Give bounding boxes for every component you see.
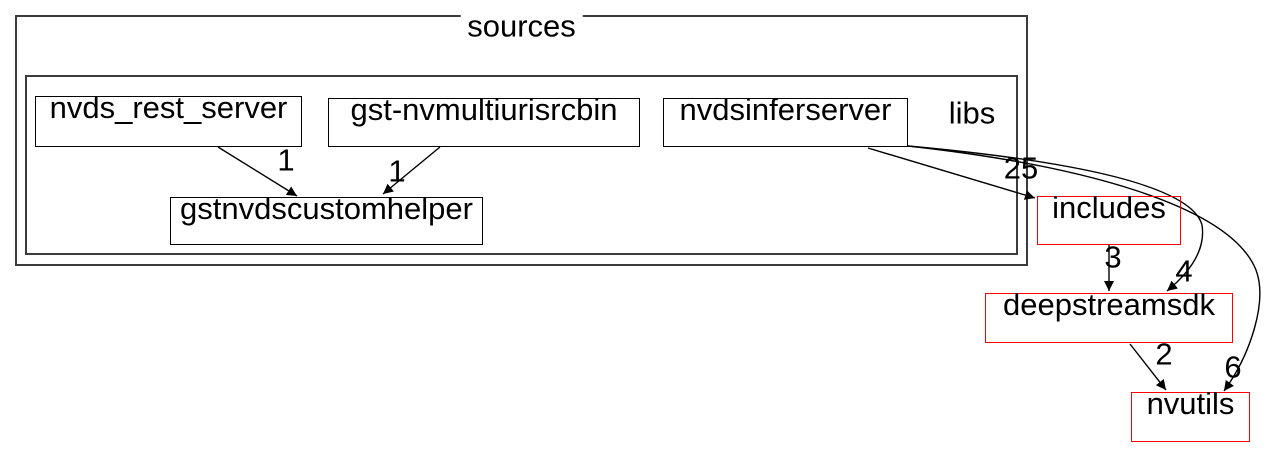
node-gstnvdscustomhelper[interactable]: gstnvdscustomhelper xyxy=(170,193,483,245)
edge-count-deepstreamsdk-nvutils: 2 xyxy=(1155,336,1173,372)
edge-count-nvds_rest_server-gstnvdscustomhelper: 1 xyxy=(277,142,295,178)
edge-count-nvdsinferserver-includes: 25 xyxy=(1003,150,1039,186)
node-gst-nvmultiurisrcbin[interactable]: gst-nvmultiurisrcbin xyxy=(328,94,640,147)
node-gstnvdscustomhelper-label: gstnvdscustomhelper xyxy=(180,191,473,226)
edge-count-includes-deepstreamsdk: 3 xyxy=(1104,239,1122,275)
edge-count-nvdsinferserver-deepstreamsdk: 4 xyxy=(1175,253,1193,289)
node-includes-label: includes xyxy=(1052,190,1166,225)
node-nvdsinferserver[interactable]: nvdsinferserver xyxy=(663,94,908,147)
edge-count-gst-nvmultiurisrcbin-gstnvdscustomhelper: 1 xyxy=(388,153,406,189)
node-nvutils-label: nvutils xyxy=(1146,386,1235,421)
node-nvutils[interactable]: nvutils xyxy=(1131,388,1250,442)
node-includes[interactable]: includes xyxy=(1037,192,1181,245)
cluster-libs-label[interactable]: libs xyxy=(948,95,996,131)
node-deepstreamsdk[interactable]: deepstreamsdk xyxy=(985,289,1233,343)
node-nvds_rest_server-label: nvds_rest_server xyxy=(49,90,288,125)
cluster-sources: sources xyxy=(15,10,1028,266)
node-gst-nvmultiurisrcbin-label: gst-nvmultiurisrcbin xyxy=(350,92,618,127)
node-nvdsinferserver-label: nvdsinferserver xyxy=(679,92,892,127)
cluster-sources-label[interactable]: sources xyxy=(460,10,583,42)
node-nvds_rest_server[interactable]: nvds_rest_server xyxy=(35,92,302,147)
edge-count-nvdsinferserver-nvutils: 6 xyxy=(1224,349,1242,385)
node-deepstreamsdk-label: deepstreamsdk xyxy=(1003,287,1215,322)
